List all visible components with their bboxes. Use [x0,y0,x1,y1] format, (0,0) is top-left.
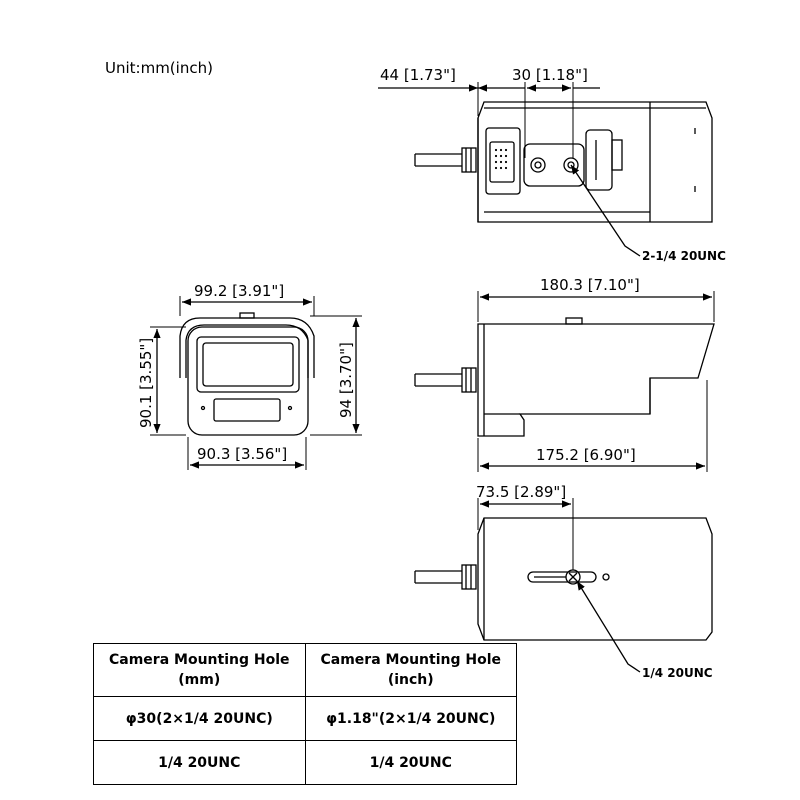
side-view-cable [414,367,477,393]
table-row: φ30(2×1/4 20UNC) φ1.18"(2×1/4 20UNC) [93,696,517,741]
front-view-lens-window [196,336,300,393]
dim-side-length-bottom: 175.2 [6.90"] [536,446,636,464]
table-cell: 1/4 20UNC [93,740,306,785]
dim-top-offset: 44 [1.73"] [380,66,456,84]
front-view [150,296,362,470]
dim-bottom-offset: 73.5 [2.89"] [476,483,566,501]
table-row: 1/4 20UNC 1/4 20UNC [93,740,517,785]
callout-top-mount: 2-1/4 20UNC [642,249,726,263]
side-view-body [477,323,715,437]
table-cell: 1/4 20UNC [304,740,517,785]
unit-label: Unit:mm(inch) [105,59,213,77]
bottom-view [414,498,713,673]
dim-front-width-bottom: 90.3 [3.56"] [197,445,287,463]
top-view-body [477,101,713,223]
dim-front-height-right: 94 [3.70"] [337,342,355,418]
bottom-view-slot [527,571,597,583]
callout-bottom-mount: 1/4 20UNC [642,666,713,680]
bottom-view-body [477,517,713,641]
table-header-mm: Camera Mounting Hole (mm) [93,643,306,697]
table-cell: φ30(2×1/4 20UNC) [93,696,306,741]
table-cell: φ1.18"(2×1/4 20UNC) [304,696,517,741]
dim-front-width-top: 99.2 [3.91"] [194,282,284,300]
dim-front-height-left: 90.1 [3.55"] [137,338,155,428]
table-header-mm-text: Camera Mounting Hole (mm) [109,652,290,688]
mounting-hole-table: Camera Mounting Hole (mm) Camera Mountin… [93,643,517,785]
front-view-ir-window [213,398,281,422]
table-header-row: Camera Mounting Hole (mm) Camera Mountin… [93,643,517,697]
bottom-view-cable [414,564,477,590]
top-view-bracket [585,129,623,191]
dim-top-spacing: 30 [1.18"] [512,66,588,84]
dim-side-length-top: 180.3 [7.10"] [540,276,640,294]
table-header-inch-text: Camera Mounting Hole (inch) [320,652,502,688]
top-view [378,82,713,257]
side-view [414,291,715,472]
top-view-cable [414,147,477,173]
top-view-rear-block [485,127,521,195]
top-view-mount-plate [523,143,585,187]
table-header-inch: Camera Mounting Hole (inch) [304,643,517,697]
front-view-body [187,326,309,436]
